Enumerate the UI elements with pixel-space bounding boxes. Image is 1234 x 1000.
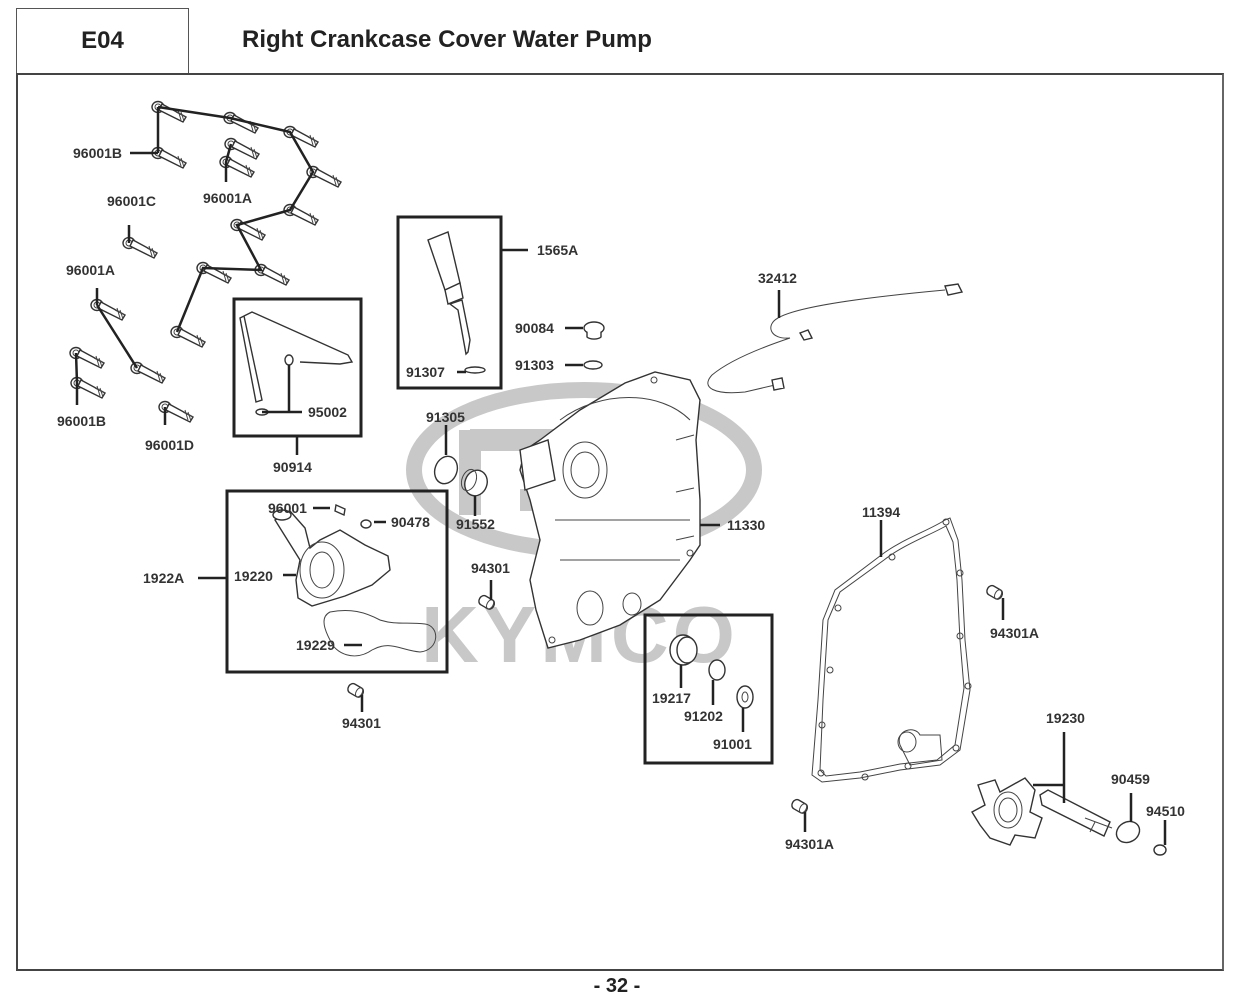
impeller-shaft-icon <box>971 777 1043 846</box>
part-label-96001A[interactable]: 96001A <box>203 190 252 206</box>
crankcase-cover-11330: 11330 <box>519 371 765 649</box>
part-label-96001[interactable]: 96001 <box>268 500 307 516</box>
page-number: - 32 - <box>593 975 641 997</box>
part-label-94301[interactable]: 94301 <box>471 560 510 576</box>
part-label-94301A[interactable]: 94301A <box>785 836 834 852</box>
part-label-90914[interactable]: 90914 <box>273 459 312 475</box>
part-label-91202[interactable]: 91202 <box>684 708 723 724</box>
page-title: Right Crankcase Cover Water Pump <box>242 26 652 53</box>
group-box <box>643 613 774 765</box>
part-label-96001A[interactable]: 96001A <box>66 262 115 278</box>
group-box <box>225 489 449 674</box>
cover-gasket-11394: 11394 <box>811 504 972 783</box>
washer-icon <box>583 360 603 370</box>
part-label-94510[interactable]: 94510 <box>1146 803 1185 819</box>
cable-icon <box>707 289 946 394</box>
o-ring-icon <box>433 455 459 485</box>
part-label-1565A[interactable]: 1565A <box>537 242 578 258</box>
group-1565A: 1565A 91307 <box>396 215 578 390</box>
washer-icon <box>360 519 372 529</box>
cable-32412: 32412 <box>707 270 964 394</box>
part-label-90478[interactable]: 90478 <box>391 514 430 530</box>
bolt-icon <box>334 503 346 517</box>
part-label-19220[interactable]: 19220 <box>234 568 273 584</box>
section-code: E04 <box>16 8 189 73</box>
group-1922A: 96001 90478 1922A 19220 19229 <box>143 489 449 674</box>
dowel-pins-94301: 94301 94301 <box>342 560 510 731</box>
plug-washer-group: 90084 91303 <box>515 320 605 373</box>
dowel-pins-94301A: 94301A 94301A <box>785 583 1039 852</box>
part-label-32412[interactable]: 32412 <box>758 270 797 286</box>
oil-seal-icon <box>708 659 726 681</box>
part-label-91303[interactable]: 91303 <box>515 357 554 373</box>
part-label-94301A[interactable]: 94301A <box>990 625 1039 641</box>
part-label-94301[interactable]: 94301 <box>342 715 381 731</box>
seal-bushing-group: 91305 91552 <box>426 409 495 532</box>
cover-gasket-icon <box>811 517 971 783</box>
part-label-96001B[interactable]: 96001B <box>57 413 106 429</box>
group-box <box>396 215 503 390</box>
group-90914: 95002 90914 <box>232 297 363 475</box>
crankcase-cover-icon <box>519 371 701 649</box>
part-label-19217[interactable]: 19217 <box>652 690 691 706</box>
part-label-91552[interactable]: 91552 <box>456 516 495 532</box>
group-seal-kit: 19217 91202 91001 <box>643 613 774 765</box>
part-label-96001D[interactable]: 96001D <box>145 437 194 453</box>
diagram-frame <box>16 73 1224 971</box>
impeller-shaft-19230: 19230 <box>971 710 1113 846</box>
part-label-96001C[interactable]: 96001C <box>107 193 156 209</box>
section-code-text: E04 <box>81 27 124 54</box>
part-label-11330[interactable]: 11330 <box>727 517 765 533</box>
part-label-19230[interactable]: 19230 <box>1046 710 1085 726</box>
part-label-95002[interactable]: 95002 <box>308 404 347 420</box>
washer-circlip-group: 90459 94510 <box>1111 771 1185 856</box>
bolt-cluster: 96001B 96001A 96001C 96001A 96001B 96001… <box>57 100 342 453</box>
part-label-11394[interactable]: 11394 <box>862 504 900 520</box>
circlip-icon <box>1153 844 1167 856</box>
part-label-90459[interactable]: 90459 <box>1111 771 1150 787</box>
dipstick-icon <box>427 231 461 291</box>
hose-icon <box>239 311 354 403</box>
part-label-90084[interactable]: 90084 <box>515 320 554 336</box>
gasket-icon <box>323 609 437 657</box>
part-label-91307[interactable]: 91307 <box>406 364 445 380</box>
pump-cover-icon <box>274 510 391 607</box>
part-label-1922A[interactable]: 1922A <box>143 570 184 586</box>
part-label-91305[interactable]: 91305 <box>426 409 465 425</box>
part-label-91001[interactable]: 91001 <box>713 736 752 752</box>
washer-icon <box>1115 820 1141 844</box>
washer-icon <box>736 685 754 709</box>
o-ring-icon <box>464 366 486 374</box>
part-label-19229[interactable]: 19229 <box>296 637 335 653</box>
dowel-pin-icon <box>984 583 1005 602</box>
clip-icon <box>284 354 294 366</box>
part-label-96001B[interactable]: 96001B <box>73 145 122 161</box>
